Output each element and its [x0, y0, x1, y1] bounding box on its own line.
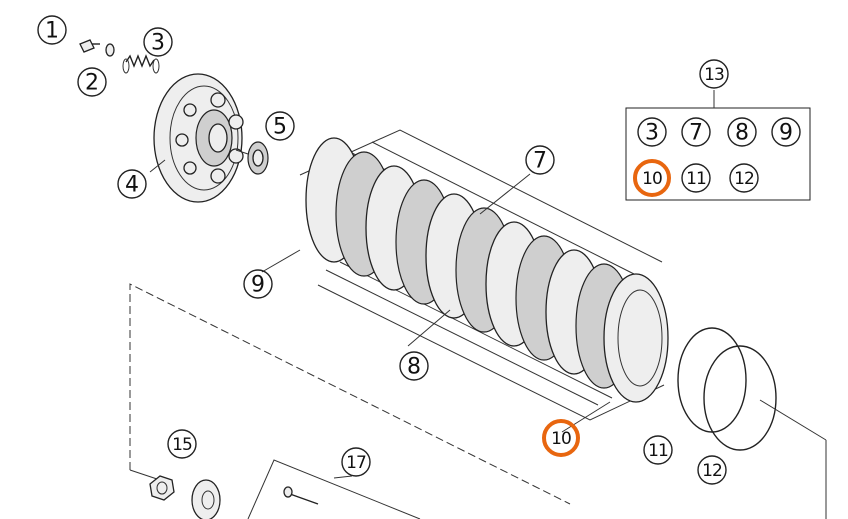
washer-part [105, 43, 115, 57]
callout-9[interactable]: 9 [243, 269, 273, 299]
svg-text:7: 7 [689, 121, 703, 146]
svg-text:2: 2 [85, 71, 99, 96]
svg-text:7: 7 [533, 149, 547, 174]
nut-part [149, 475, 175, 501]
svg-text:8: 8 [407, 355, 421, 380]
kit-highlight-ring [633, 159, 671, 197]
highlight-ring [542, 419, 580, 457]
callout-13[interactable]: 13 [699, 59, 729, 89]
callout-3[interactable]: 3 [143, 27, 173, 57]
callout-2[interactable]: 2 [77, 67, 107, 97]
part-17-frame [247, 459, 421, 519]
svg-text:4: 4 [125, 173, 139, 198]
svg-text:9: 9 [251, 273, 265, 298]
svg-text:15: 15 [172, 435, 192, 455]
spring-part [122, 54, 160, 74]
callout-12[interactable]: 12 [697, 455, 727, 485]
wire-ring-11 [677, 327, 747, 433]
kit-box [625, 107, 811, 201]
dashed-frame [129, 283, 571, 505]
svg-text:11: 11 [648, 441, 668, 461]
svg-text:8: 8 [735, 121, 749, 146]
pressure-plate-part [153, 73, 244, 203]
kit-item-8[interactable]: 8 [727, 117, 757, 147]
kit-item-11[interactable]: 11 [681, 163, 711, 193]
wire-ring-12 [703, 345, 777, 451]
bolt-part [79, 39, 100, 53]
callout-1[interactable]: 1 [37, 15, 67, 45]
callout-8[interactable]: 8 [399, 351, 429, 381]
clutch-plate-stack [299, 129, 669, 421]
lock-washer-part [191, 479, 221, 519]
svg-text:11: 11 [686, 169, 706, 189]
svg-text:13: 13 [704, 65, 724, 85]
svg-text:3: 3 [151, 31, 165, 56]
svg-text:12: 12 [734, 169, 754, 189]
callout-7[interactable]: 7 [525, 145, 555, 175]
svg-text:9: 9 [779, 121, 793, 146]
svg-text:5: 5 [273, 115, 287, 140]
svg-text:1: 1 [45, 19, 59, 44]
kit-item-3[interactable]: 3 [637, 117, 667, 147]
callout-17[interactable]: 17 [341, 447, 371, 477]
svg-text:17: 17 [346, 453, 366, 473]
svg-text:12: 12 [702, 461, 722, 481]
callout-11[interactable]: 11 [643, 435, 673, 465]
callout-5[interactable]: 5 [265, 111, 295, 141]
callout-4[interactable]: 4 [117, 169, 147, 199]
callout-10[interactable]: 10 [542, 419, 580, 457]
kit-item-12[interactable]: 12 [729, 163, 759, 193]
svg-text:10: 10 [551, 429, 571, 449]
svg-text:3: 3 [645, 121, 659, 146]
kit-item-9[interactable]: 9 [771, 117, 801, 147]
screw-part [283, 486, 319, 505]
callout-15[interactable]: 15 [167, 429, 197, 459]
kit-item-10[interactable]: 10 [633, 159, 671, 197]
bearing-part [235, 141, 269, 175]
svg-text:10: 10 [642, 169, 662, 189]
kit-item-7[interactable]: 7 [681, 117, 711, 147]
